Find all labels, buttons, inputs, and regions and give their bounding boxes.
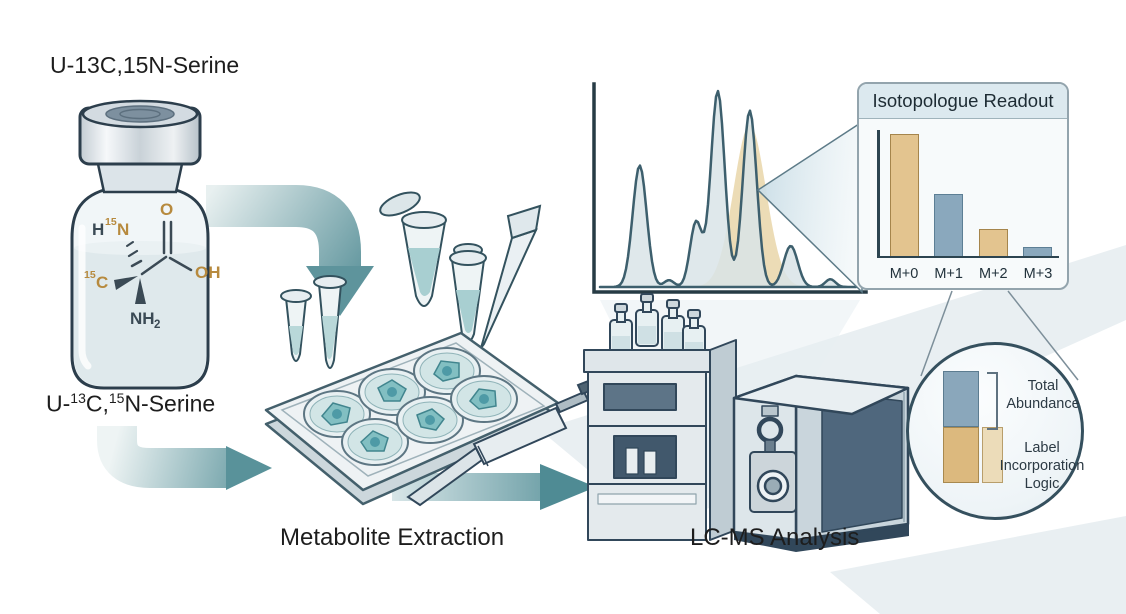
esi-source	[749, 405, 797, 513]
atom-nh2-sub: 2	[154, 319, 160, 331]
atom-oh: OH	[195, 263, 221, 282]
tracer-suffix: N-Serine	[124, 390, 216, 417]
extraction-pipettor	[406, 373, 610, 507]
wells	[303, 347, 518, 466]
metabolite-extraction-label: Metabolite Extraction	[280, 524, 505, 551]
bar-label-m3: M+3	[1023, 266, 1053, 282]
isotopologue-bar-chart: M+0 M+1 M+2 M+3	[859, 118, 1067, 288]
serine-structure: H 15 N O OH 15 C NH 2	[84, 200, 221, 331]
bar-m1	[934, 194, 964, 256]
six-well-plate	[264, 331, 560, 506]
atom-o: O	[160, 200, 173, 219]
atom-h: H	[92, 220, 104, 239]
tube-small-2	[313, 275, 347, 370]
isotope-15c-sup: 15	[84, 269, 96, 281]
bar-label-m0: M+0	[889, 266, 919, 282]
bar-m3	[1023, 246, 1053, 256]
vial-septum	[105, 105, 175, 123]
atom-n: N	[117, 220, 129, 239]
magnifier-bar-unlabeled	[943, 371, 979, 427]
arrow-extraction-to-lcms	[392, 464, 596, 510]
mass-spectrometer	[732, 374, 910, 552]
hplc-stack	[583, 339, 737, 541]
magnifier-circle: Total Abundance Label Incorporation Logi…	[906, 342, 1084, 520]
magnifier-callout-lines	[920, 290, 1079, 381]
bar-chart-y-axis	[877, 130, 880, 258]
tube-capped	[449, 243, 487, 344]
chromatogram-trace	[598, 89, 858, 289]
magnifier-bar-labeled-light	[982, 427, 1003, 483]
pipette-tip	[480, 204, 542, 349]
isotopologue-panel-title: Isotopologue Readout	[859, 84, 1067, 119]
solvent-bottles	[609, 293, 706, 363]
bar-chart-x-axis	[877, 255, 1059, 258]
bar-m0	[889, 133, 919, 256]
atom-c: C	[96, 273, 108, 292]
label-incorporation-label: Label Incorporation Logic	[999, 440, 1085, 493]
chromatogram-axes	[592, 82, 868, 294]
chromatogram	[592, 82, 868, 294]
isotopologue-readout-panel: Isotopologue Readout M+0 M+1 M+2 M+3	[857, 82, 1069, 290]
tube-open-cap	[379, 191, 447, 308]
bar-m2	[978, 228, 1008, 256]
tracer-label-bottom: U-13C,15N-Serine	[46, 390, 215, 418]
isotope-15n-sup: 15	[105, 216, 117, 228]
tube-small-1	[280, 289, 312, 363]
microcentrifuge-tubes	[280, 191, 542, 370]
magnifier-bar-labeled	[943, 427, 979, 483]
tracer-sup-13: 13	[70, 390, 86, 406]
atom-nh2: NH	[130, 309, 155, 328]
tracer-label-top: U-13C,15N-Serine	[50, 52, 240, 78]
lcms-instrument	[583, 293, 910, 552]
tracer-vial: H 15 N O OH 15 C NH 2	[70, 99, 221, 390]
tracer-mid: C,	[85, 390, 109, 417]
total-abundance-bracket	[987, 372, 998, 430]
tracer-sup-15: 15	[108, 390, 125, 406]
arrow-tracer-to-plate	[97, 426, 272, 490]
lcms-analysis-label: LC-MS Analysis	[690, 524, 860, 551]
bar-label-m2: M+2	[979, 266, 1008, 282]
tracer-prefix: U-	[46, 390, 71, 417]
total-abundance-label: Total Abundance	[1006, 378, 1080, 413]
bar-label-m1: M+1	[934, 266, 963, 282]
